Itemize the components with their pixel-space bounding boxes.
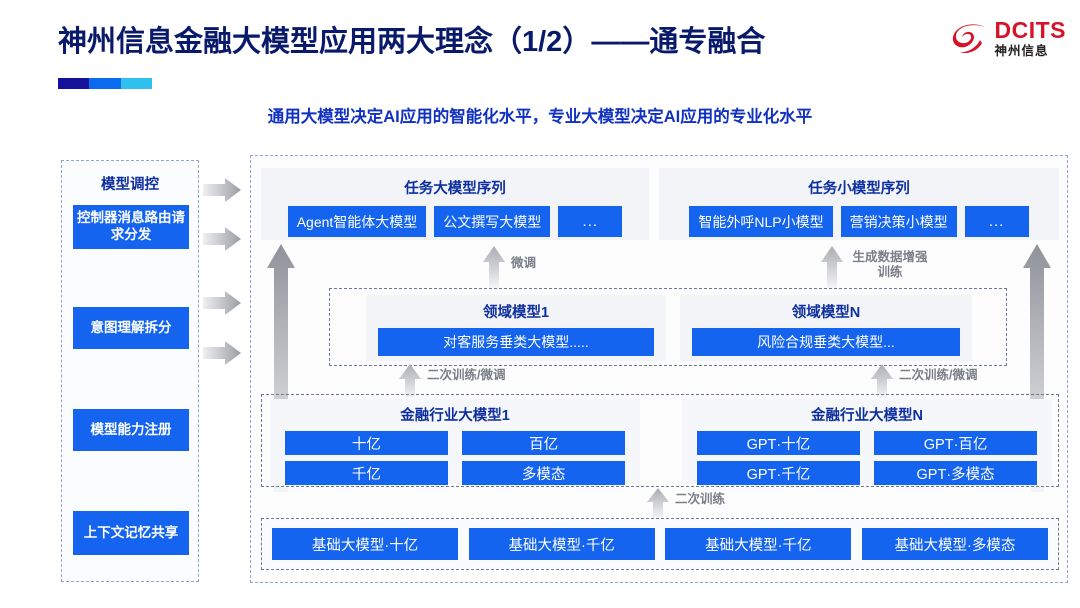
task-sequence-small: 任务小模型序列 智能外呼NLP小模型 营销决策小模型 ... [659, 168, 1059, 240]
flow-arrow-right-4 [203, 341, 241, 365]
domain-model-group: 领域模型1 对客服务垂类大模型..... 领域模型N 风险合规垂类大模型... [329, 288, 1007, 366]
chip-gpt-baiyi[interactable]: GPT·百亿 [873, 431, 1038, 455]
architecture-container: 任务大模型序列 Agent智能体大模型 公文撰写大模型 ... 任务小模型序列 … [250, 155, 1068, 583]
brand-logo: DCITS 神州信息 [949, 18, 1067, 58]
logo-cn-label: 神州信息 [994, 43, 1049, 58]
page-title: 神州信息金融大模型应用两大理念（1/2）——通专融合 [58, 26, 766, 58]
flow-arrow-right-2 [203, 227, 241, 251]
accent-bar [58, 78, 152, 89]
domain-model-1: 领域模型1 对客服务垂类大模型..... [366, 295, 666, 361]
task-sequence-small-chips: 智能外呼NLP小模型 营销决策小模型 ... [689, 206, 1029, 237]
task-sequence-large: 任务大模型序列 Agent智能体大模型 公文撰写大模型 ... [261, 168, 649, 240]
industry-model-1-title: 金融行业大模型1 [400, 408, 510, 424]
industry-model-1-chips: 十亿 百亿 千亿 多模态 [284, 431, 626, 485]
chip-marketing-decision-model[interactable]: 营销决策小模型 [840, 206, 957, 237]
industry-model-1: 金融行业大模型1 十亿 百亿 千亿 多模态 [270, 399, 640, 485]
chip-qianyi[interactable]: 千亿 [284, 461, 448, 485]
task-sequence-small-title: 任务小模型序列 [808, 181, 910, 197]
arrow-label-retrain-finetune-right: 二次训练/微调 [899, 368, 978, 382]
industry-model-group: 金融行业大模型1 十亿 百亿 千亿 多模态 金融行业大模型N GPT·十亿 GP… [261, 394, 1059, 487]
arrow-label-retrain: 二次训练 [675, 492, 726, 506]
chip-gpt-qianyi[interactable]: GPT·千亿 [696, 461, 860, 485]
industry-model-n-chips: GPT·十亿 GPT·百亿 GPT·千亿 GPT·多模态 [696, 431, 1038, 485]
base-chip-multimodal[interactable]: 基础大模型·多模态 [861, 528, 1048, 560]
page-subtitle: 通用大模型决定AI应用的智能化水平，专业大模型决定AI应用的专业化水平 [267, 108, 813, 126]
flow-arrow-up-gen-data [821, 246, 843, 293]
chip-baiyi[interactable]: 百亿 [461, 431, 626, 455]
chip-gpt-multimodal[interactable]: GPT·多模态 [873, 461, 1038, 485]
chip-more-large[interactable]: ... [558, 206, 623, 237]
chip-nlp-outbound-model[interactable]: 智能外呼NLP小模型 [689, 206, 833, 237]
logo-en-label: DCITS [994, 16, 1066, 43]
flow-arrow-right-3 [203, 291, 241, 315]
chip-agent-model[interactable]: Agent智能体大模型 [287, 206, 427, 237]
domain-model-1-title: 领域模型1 [482, 305, 550, 321]
domain-model-n: 领域模型N 风险合规垂类大模型... [680, 295, 972, 361]
base-chip-qianyi-2[interactable]: 基础大模型·千亿 [665, 528, 852, 560]
industry-model-n-title: 金融行业大模型N [811, 408, 923, 424]
chip-gpt-shiyi[interactable]: GPT·十亿 [696, 431, 860, 455]
flow-arrow-up-finetune [483, 246, 505, 293]
chip-more-small[interactable]: ... [964, 206, 1029, 237]
flow-arrow-up-retrain-right [871, 364, 893, 403]
control-item-intent[interactable]: 意图理解拆分 [73, 307, 189, 349]
task-sequence-large-title: 任务大模型序列 [404, 181, 506, 197]
control-item-router[interactable]: 控制器消息路由请求分发 [73, 205, 189, 249]
control-panel: 模型调控 控制器消息路由请求分发 意图理解拆分 模型能力注册 上下文记忆共享 [61, 160, 199, 582]
domain-model-1-chip[interactable]: 对客服务垂类大模型..... [378, 328, 654, 356]
task-sequence-large-chips: Agent智能体大模型 公文撰写大模型 ... [287, 206, 623, 237]
domain-model-n-title: 领域模型N [791, 305, 861, 321]
flow-arrow-up-retrain-left [399, 364, 421, 403]
base-chip-qianyi-1[interactable]: 基础大模型·千亿 [468, 528, 655, 560]
logo-text: DCITS 神州信息 [994, 16, 1067, 58]
base-chip-shiyi[interactable]: 基础大模型·十亿 [272, 528, 458, 560]
arrow-label-gen-data-aug: 生成数据增强训练 [852, 250, 928, 279]
control-item-context[interactable]: 上下文记忆共享 [73, 511, 189, 555]
control-panel-title: 模型调控 [101, 177, 159, 193]
flow-arrow-right-1 [203, 178, 241, 202]
flow-arrow-up-retrain-center [647, 488, 669, 523]
chip-multimodal[interactable]: 多模态 [461, 461, 626, 485]
chip-shiyi[interactable]: 十亿 [284, 431, 448, 455]
industry-model-n: 金融行业大模型N GPT·十亿 GPT·百亿 GPT·千亿 GPT·多模态 [682, 399, 1052, 485]
chip-doc-writing-model[interactable]: 公文撰写大模型 [434, 206, 551, 237]
domain-model-n-chip[interactable]: 风险合规垂类大模型... [691, 328, 961, 356]
dcits-swirl-icon [949, 18, 989, 58]
accent-segment-3 [121, 78, 152, 89]
arrow-label-retrain-finetune-left: 二次训练/微调 [427, 368, 506, 382]
arrow-label-finetune: 微调 [511, 256, 537, 270]
control-item-registry[interactable]: 模型能力注册 [73, 409, 189, 451]
accent-segment-2 [89, 78, 121, 89]
base-model-group: 基础大模型·十亿 基础大模型·千亿 基础大模型·千亿 基础大模型·多模态 [261, 518, 1059, 570]
accent-segment-1 [58, 78, 89, 89]
